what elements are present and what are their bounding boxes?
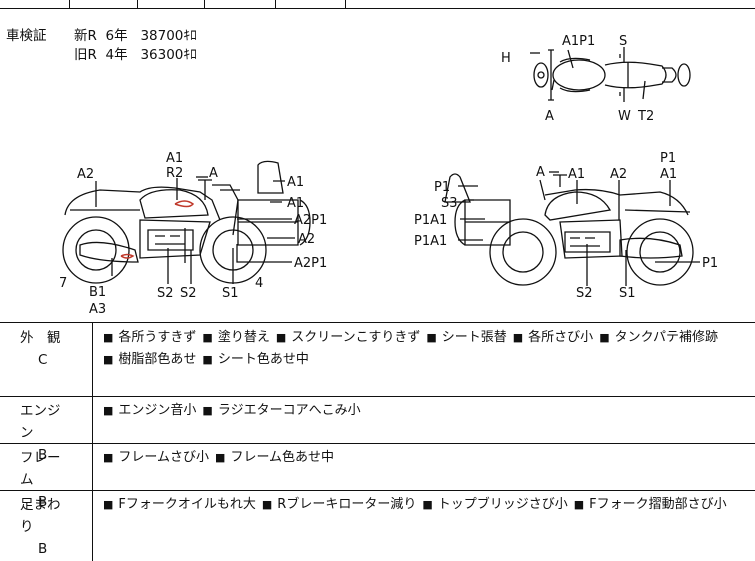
divider [0,443,755,444]
condition-item: 樹脂部色あせ [103,352,196,367]
top-table-strip [0,0,755,9]
category-name: フレーム [20,450,61,488]
label-a1: A1 [660,167,677,182]
label-a1: A1 [568,167,585,182]
label-a1: A1 [287,175,304,190]
shaken-model: 旧R [74,47,97,63]
condition-item: トップブリッジさび小 [422,497,567,512]
condition-items: フレームさび小フレーム色あせ中 [103,447,753,469]
label-a2: A2 [610,167,627,182]
label-s1: S1 [222,286,239,301]
right-view-diagram [444,173,694,286]
column-divider [92,322,93,561]
shaken-model: 新R [74,28,97,44]
category-grade: B [38,447,48,463]
label-r2: R2 [166,166,183,181]
shaken-row-new: 新R 6年 38700ｷﾛ [74,27,197,46]
label-s2: S2 [180,286,197,301]
label-a: A [209,166,218,181]
label-s3: S3 [441,196,458,211]
label-7: 7 [59,276,67,291]
label-a3: A3 [89,302,106,317]
label-b1: B1 [89,285,106,300]
category-cell: エンジン B [20,400,70,466]
category-name: エンジン [20,403,61,441]
label-s: S [619,34,627,49]
category-cell: 足まわり B [20,494,70,560]
label-a: A [545,109,554,124]
condition-item: 各所うすきず [103,330,196,345]
condition-item: 塗り替え [202,330,269,345]
condition-item: フレーム色あせ中 [215,450,334,465]
top-view-diagram [533,49,691,101]
label-w: W [618,109,631,124]
condition-item: スクリーンこすりきず [276,330,421,345]
divider [0,396,755,397]
motorcycle-diagrams: H A1P1 S A W T2 A2 A1 R2 A A1 A1 A2P1 A2… [59,34,718,317]
condition-item: 各所さび小 [513,330,593,345]
label-p1: P1 [434,180,450,195]
condition-item: Fフォークオイルもれ大 [103,497,256,512]
shaken-km: 36300ｷﾛ [140,47,197,63]
label-a1: A1 [287,196,304,211]
condition-item: ラジエターコアへこみ小 [202,403,360,418]
label-a2p1: A2P1 [294,213,327,228]
label-h: H [501,51,511,66]
condition-items: エンジン音小ラジエターコアへこみ小 [103,400,753,422]
label-a1p1: A1P1 [562,34,595,49]
condition-items: Fフォークオイルもれ大 Rブレーキローター減りトップブリッジさび小 Fフォーク摺動部… [103,494,753,516]
category-grade: B [38,541,48,557]
category-cell: フレーム B [20,447,70,513]
category-grade: C [38,352,48,368]
condition-item: フレームさび小 [103,450,209,465]
label-p1a1: P1A1 [414,234,447,249]
label-4: 4 [255,276,263,291]
label-a: A [536,165,545,180]
divider [0,322,755,323]
divider [0,490,755,491]
category-name: 外 観 [20,330,61,346]
shaken-row-old: 旧R 4年 36300ｷﾛ [74,46,197,65]
shaken-years: 6年 [105,28,128,44]
condition-item: シート張替 [426,330,506,345]
label-s1: S1 [619,286,636,301]
condition-item: Fフォーク摺動部さび小 [574,497,727,512]
condition-item: シート色あせ中 [202,352,308,367]
label-a2p1: A2P1 [294,256,327,271]
label-a2: A2 [298,232,315,247]
label-a2: A2 [77,167,94,182]
condition-item: タンクパテ補修跡 [599,330,718,345]
category-name: 足まわり [20,497,61,535]
left-view-diagram [62,160,311,284]
shaken-km: 38700ｷﾛ [140,28,197,44]
label-s2: S2 [576,286,593,301]
label-p1: P1 [660,151,676,166]
label-t2: T2 [637,109,654,124]
condition-item: Rブレーキローター減り [262,497,416,512]
shaken-years: 4年 [105,47,128,63]
category-cell: 外 観 C [20,327,70,371]
label-s2: S2 [157,286,174,301]
condition-item: エンジン音小 [103,403,196,418]
label-p1: P1 [702,256,718,271]
shaken-label: 車検証 [6,28,47,44]
condition-items: 各所うすきず塗り替えスクリーンこすりきずシート張替各所さび小タンクパテ補修跡 樹… [103,327,753,371]
label-p1a1: P1A1 [414,213,447,228]
label-a1: A1 [166,151,183,166]
category-grade: B [38,494,48,510]
